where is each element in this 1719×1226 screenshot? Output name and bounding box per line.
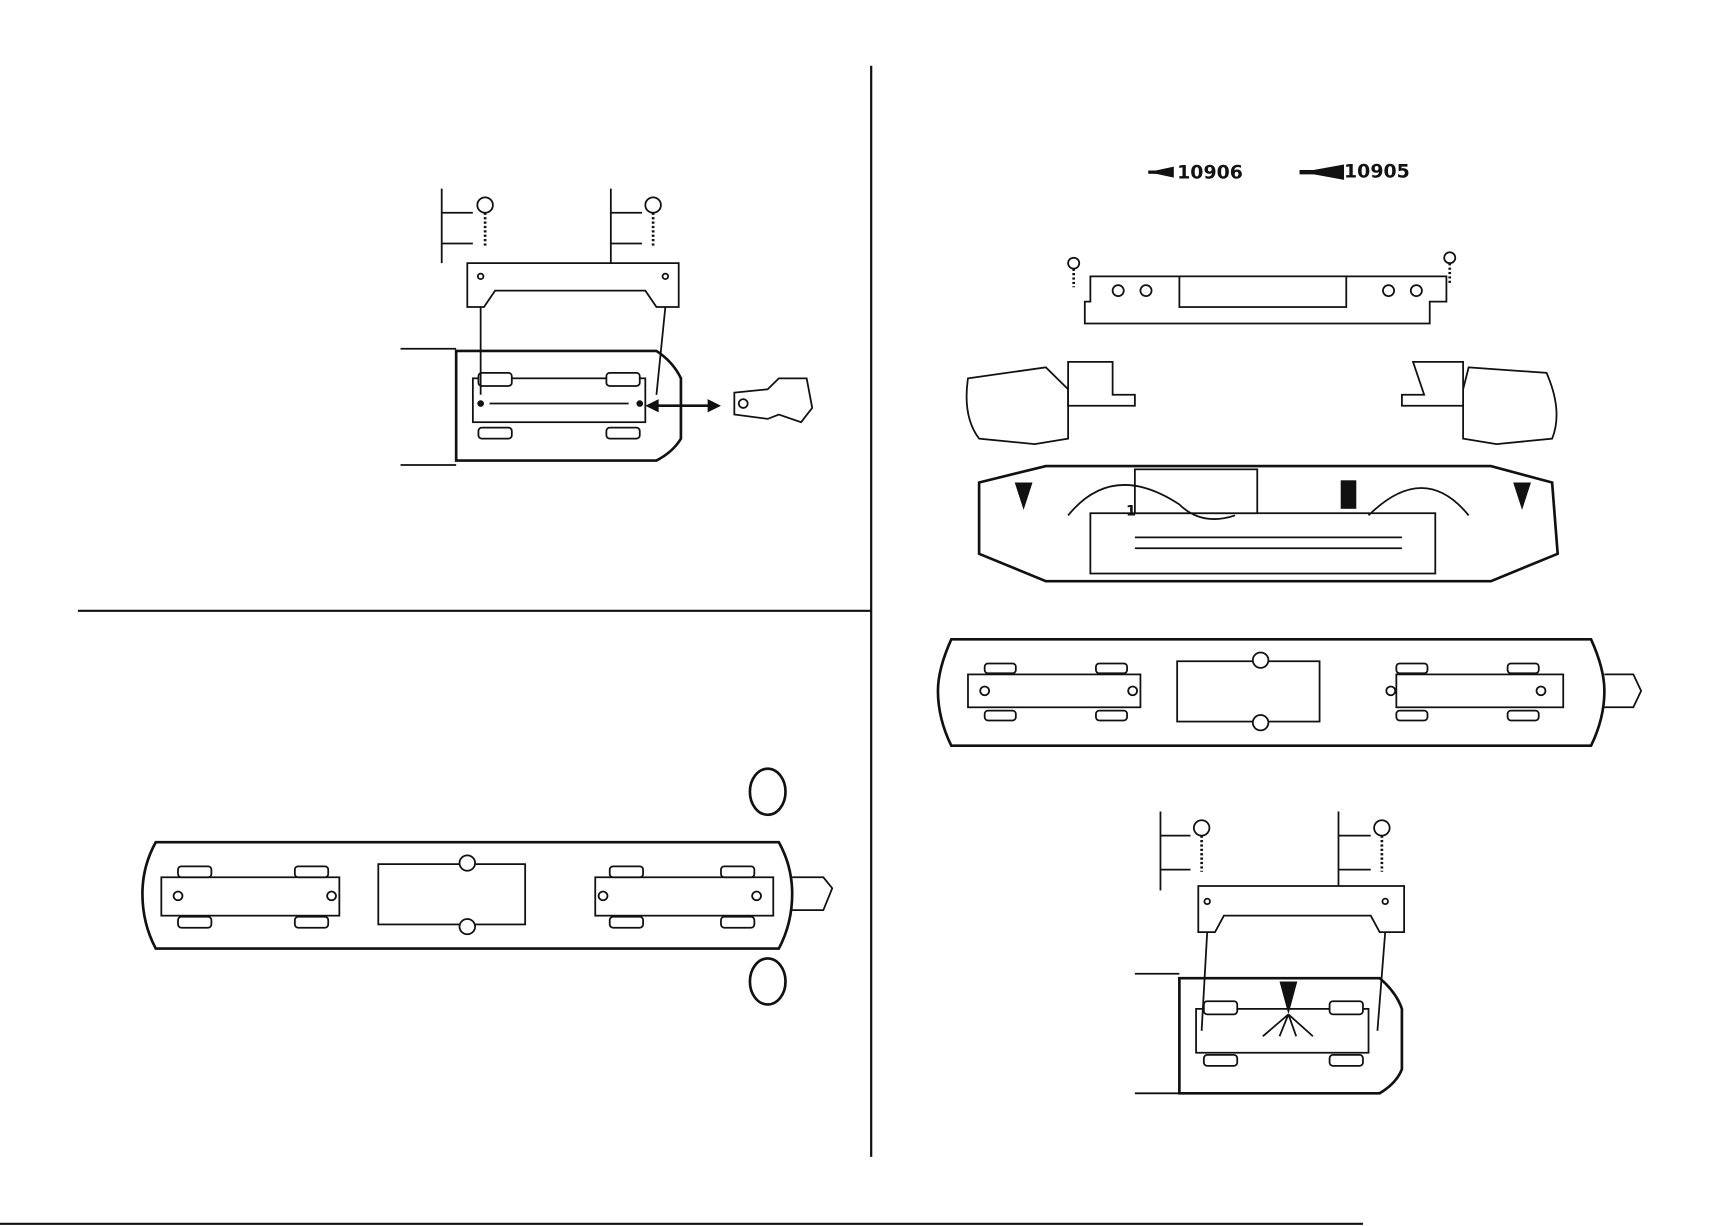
traction-tyre-icon bbox=[748, 957, 787, 1006]
diagram-exploded-chassis: 10906 10905 1 bbox=[965, 162, 1560, 583]
diagram-bogie-coupler-removal bbox=[400, 188, 814, 466]
diagram-underside-view bbox=[936, 638, 1643, 748]
diagram-bogie-cover-lubrication bbox=[1134, 811, 1406, 1095]
wire-callout: 1 bbox=[1126, 503, 1136, 519]
diagram-traction-tyre-replacement bbox=[141, 767, 834, 1006]
part-number-10905: 10905 bbox=[1344, 162, 1410, 183]
part-number-10906: 10906 bbox=[1177, 163, 1243, 184]
traction-tyre-icon bbox=[748, 767, 787, 817]
